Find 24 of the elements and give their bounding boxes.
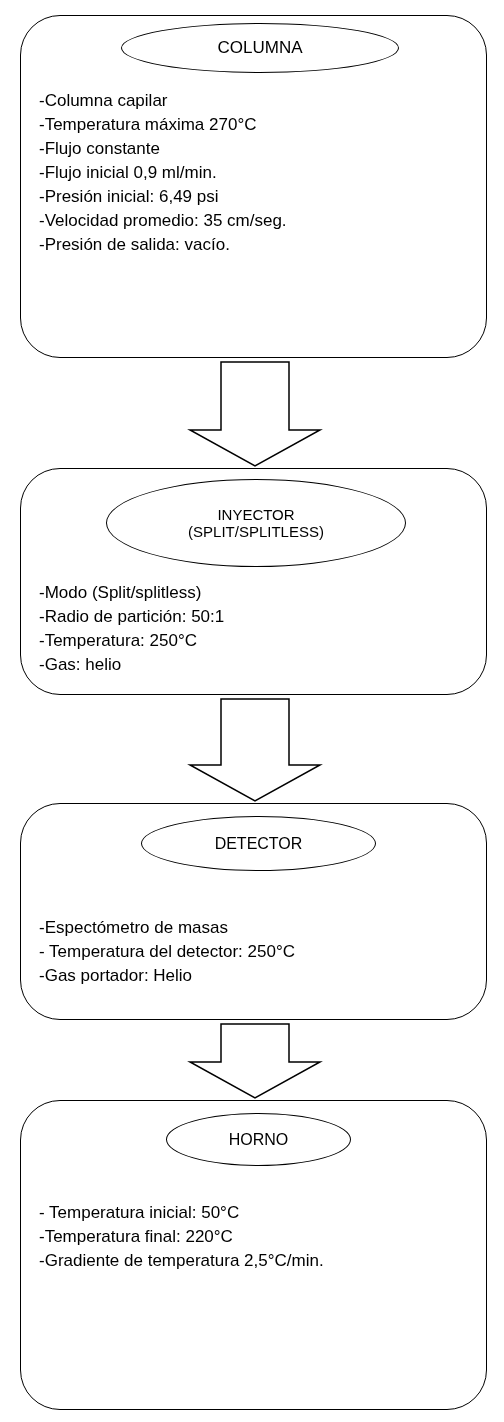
spec-line: -Flujo inicial 0,9 ml/min. — [39, 162, 218, 184]
spec-line: -Temperatura: 250°C — [39, 630, 198, 652]
spec-line: -Gradiente de temperatura 2,5°C/min. — [39, 1250, 325, 1272]
spec-line: -Modo (Split/splitless) — [39, 582, 203, 604]
rounded-box — [20, 1100, 487, 1410]
block-arrow — [187, 361, 323, 467]
spec-line: -Presión de salida: vacío. — [39, 234, 231, 256]
spec-line: -Columna capilar — [39, 90, 169, 112]
rounded-box — [20, 15, 487, 358]
rounded-box — [20, 803, 487, 1020]
spec-line: -Temperatura máxima 270°C — [39, 114, 258, 136]
block-arrow — [187, 1023, 323, 1099]
spec-line: -Flujo constante — [39, 138, 161, 160]
spec-line: -Espectómetro de masas — [39, 917, 229, 939]
spec-line: -Velocidad promedio: 35 cm/seg. — [39, 210, 288, 232]
spec-line: - Temperatura inicial: 50°C — [39, 1202, 241, 1224]
spec-line: -Presión inicial: 6,49 psi — [39, 186, 220, 208]
spec-line: -Temperatura final: 220°C — [39, 1226, 234, 1248]
rounded-box — [20, 468, 487, 695]
spec-line: - Temperatura del detector: 250°C — [39, 941, 296, 963]
spec-line: -Gas portador: Helio — [39, 965, 194, 987]
block-arrow — [187, 698, 323, 802]
spec-line: -Radio de partición: 50:1 — [39, 606, 226, 628]
spec-line: -Gas: helio — [39, 654, 123, 676]
